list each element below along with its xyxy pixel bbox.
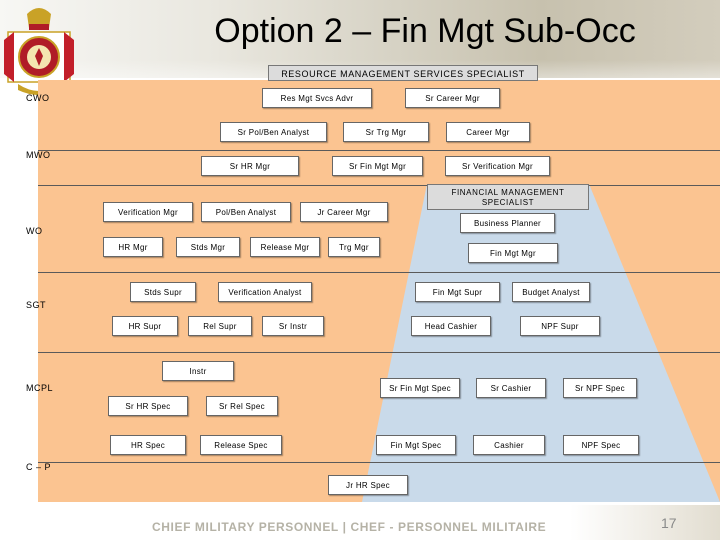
box-career-mgr: Career Mgr [446,122,530,142]
box-jr-career-mgr: Jr Career Mgr [300,202,388,222]
rms-banner: RESOURCE MANAGEMENT SERVICES SPECIALIST [268,65,538,81]
footer-corner-shade [570,505,720,540]
box-hr-spec: HR Spec [110,435,186,455]
box-sr-hr-spec: Sr HR Spec [108,396,188,416]
box-head-cashier: Head Cashier [411,316,491,336]
box-fin-mgt-spec: Fin Mgt Spec [376,435,456,455]
box-release-spec: Release Spec [200,435,282,455]
box-stds-mgr: Stds Mgr [176,237,240,257]
box-fin-mgt-mgr: Fin Mgt Mgr [468,243,558,263]
box-sr-cashier: Sr Cashier [476,378,546,398]
box-business-planner: Business Planner [460,213,555,233]
rank-divider [38,185,720,186]
box-res-mgt-svcs-advr: Res Mgt Svcs Advr [262,88,372,108]
rank-divider [38,272,720,273]
box-sr-trg-mgr: Sr Trg Mgr [343,122,429,142]
box-verification-analyst: Verification Analyst [218,282,312,302]
box-release-mgr: Release Mgr [250,237,320,257]
box-sr-instr: Sr Instr [262,316,324,336]
box-hr-mgr: HR Mgr [103,237,163,257]
box-rel-supr: Rel Supr [188,316,252,336]
page-title: Option 2 – Fin Mgt Sub-Occ [214,12,636,50]
box-jr-hr-spec: Jr HR Spec [328,475,408,495]
box-stds-supr: Stds Supr [130,282,196,302]
rank-label-sgt: SGT [26,300,47,310]
rank-divider [38,150,720,151]
rank-divider [38,462,720,463]
box-sr-pol-ben-analyst: Sr Pol/Ben Analyst [220,122,327,142]
box-sr-fin-mgt-spec: Sr Fin Mgt Spec [380,378,460,398]
box-npf-supr: NPF Supr [520,316,600,336]
footer-text: CHIEF MILITARY PERSONNEL | CHEF - PERSON… [152,520,547,534]
box-budget-analyst: Budget Analyst [512,282,590,302]
box-pol-ben-analyst: Pol/Ben Analyst [201,202,291,222]
rank-label-cwo: CWO [26,93,50,103]
fms-banner: FINANCIAL MANAGEMENT SPECIALIST [427,184,589,210]
box-sr-npf-spec: Sr NPF Spec [563,378,637,398]
box-trg-mgr: Trg Mgr [328,237,380,257]
box-sr-fin-mgt-mgr: Sr Fin Mgt Mgr [332,156,423,176]
box-verification-mgr: Verification Mgr [103,202,193,222]
box-fin-mgt-supr: Fin Mgt Supr [415,282,500,302]
box-cashier: Cashier [473,435,545,455]
box-npf-spec: NPF Spec [563,435,639,455]
box-hr-supr: HR Supr [112,316,178,336]
rank-divider [38,352,720,353]
box-sr-hr-mgr: Sr HR Mgr [201,156,299,176]
box-instr: Instr [162,361,234,381]
box-sr-verification-mgr: Sr Verification Mgr [445,156,550,176]
rank-label-cp: C – P [26,462,52,472]
rank-label-wo: WO [26,226,43,236]
box-sr-rel-spec: Sr Rel Spec [206,396,278,416]
rank-label-mwo: MWO [26,150,51,160]
rank-label-mcpl: MCPL [26,383,54,393]
page-number: 17 [661,515,677,531]
box-sr-career-mgr: Sr Career Mgr [405,88,500,108]
